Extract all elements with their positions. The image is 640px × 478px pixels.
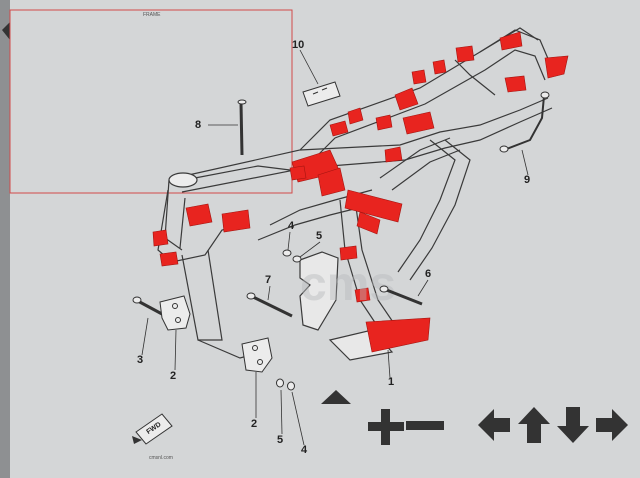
callout-7: 7 bbox=[265, 274, 272, 286]
diagram-header: FRAME bbox=[143, 12, 161, 18]
loose-parts bbox=[132, 91, 550, 391]
plus-icon[interactable] bbox=[368, 409, 404, 445]
page-edge bbox=[0, 0, 10, 478]
callout-9: 9 bbox=[524, 174, 531, 186]
triangle-up-icon[interactable] bbox=[319, 388, 353, 406]
callout-4: 4 bbox=[301, 444, 308, 456]
callout-5: 5 bbox=[316, 230, 323, 242]
callout-4: 4 bbox=[288, 220, 295, 232]
callout-2: 2 bbox=[170, 370, 177, 382]
arrow-left-icon[interactable] bbox=[476, 407, 512, 443]
fwd-logo bbox=[132, 413, 173, 445]
callout-6: 6 bbox=[425, 268, 432, 280]
leader-lines bbox=[141, 149, 529, 446]
callout-8: 8 bbox=[195, 119, 202, 131]
arrow-right-icon[interactable] bbox=[594, 407, 630, 443]
part-10-plate bbox=[299, 49, 341, 107]
minus-icon[interactable] bbox=[406, 418, 444, 432]
callout-2: 2 bbox=[251, 418, 258, 430]
detail-panel bbox=[9, 9, 293, 194]
arrow-down-icon[interactable] bbox=[556, 406, 590, 444]
highlighted-components bbox=[152, 31, 569, 353]
callout-1: 1 bbox=[388, 376, 395, 388]
watermark: cms bbox=[300, 258, 396, 311]
arrow-up-icon[interactable] bbox=[517, 406, 551, 444]
website-label: cmsnl.com bbox=[149, 455, 173, 461]
callout-10: 10 bbox=[292, 39, 305, 51]
callout-5: 5 bbox=[277, 434, 284, 446]
callout-3: 3 bbox=[137, 354, 144, 366]
part-8-pin bbox=[208, 99, 247, 156]
page-corner-mark bbox=[2, 22, 10, 40]
